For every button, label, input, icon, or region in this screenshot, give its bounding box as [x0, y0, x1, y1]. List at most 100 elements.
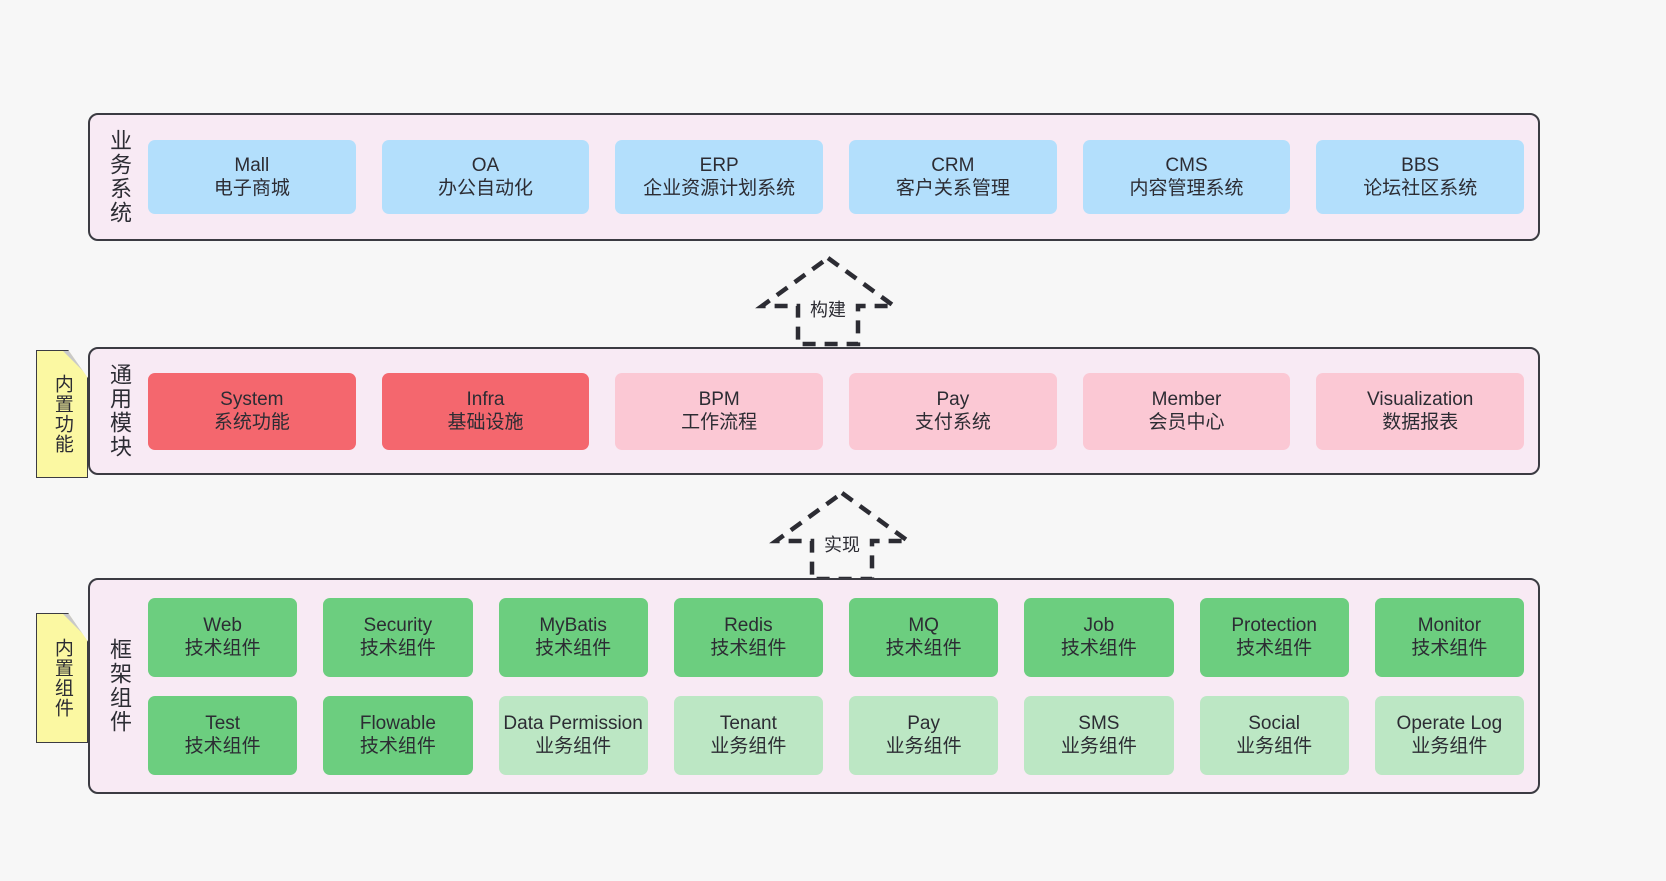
- framework-component-card-subtitle: 技术组件: [1411, 638, 1488, 659]
- framework-component-card-title: Security: [363, 614, 433, 636]
- framework-component-card-title: Test: [205, 712, 241, 734]
- business-system-card-subtitle: 客户关系管理: [895, 178, 1010, 199]
- framework-component-card-subtitle: 业务组件: [885, 736, 962, 757]
- framework-component-card-title: Tenant: [719, 712, 777, 734]
- tab-builtin-features: 内置功能: [36, 350, 88, 478]
- common-module-card-title: Pay: [936, 388, 970, 410]
- business-system-card-title: CRM: [931, 154, 975, 176]
- framework-component-card-subtitle: 技术组件: [359, 736, 436, 757]
- panel-business-systems-label: 业务系统: [106, 129, 132, 225]
- page-fold-icon: [63, 614, 87, 638]
- business-system-card-subtitle: 办公自动化: [438, 178, 534, 199]
- business-system-card-title: ERP: [699, 154, 739, 176]
- framework-component-card-title: Job: [1083, 614, 1115, 636]
- common-module-card-subtitle: 支付系统: [914, 412, 991, 433]
- common-module-card-title: Infra: [466, 388, 505, 410]
- business-system-card-title: OA: [471, 154, 500, 176]
- framework-component-card-subtitle: 技术组件: [184, 736, 261, 757]
- tab-builtin-components-label: 内置组件: [51, 638, 73, 718]
- framework-component-card-subtitle: 技术组件: [710, 638, 787, 659]
- panel-framework-components-label: 框架组件: [106, 638, 132, 734]
- business-system-card-title: BBS: [1401, 154, 1440, 176]
- business-system-card-subtitle: 内容管理系统: [1129, 178, 1244, 199]
- framework-component-card-title: MQ: [908, 614, 939, 636]
- business-system-card-subtitle: 电子商城: [213, 178, 290, 199]
- framework-component-card-title: Social: [1248, 712, 1300, 734]
- framework-component-card-subtitle: 技术组件: [535, 638, 612, 659]
- framework-component-card-subtitle: 业务组件: [1060, 736, 1137, 757]
- page-fold-icon: [63, 351, 87, 375]
- framework-component-card-subtitle: 技术组件: [184, 638, 261, 659]
- arrow-build: 构建: [755, 254, 901, 347]
- framework-component-card-title: Monitor: [1417, 614, 1482, 636]
- common-module-card-subtitle: 系统功能: [213, 412, 290, 433]
- framework-component-card-title: Protection: [1231, 614, 1317, 636]
- business-system-card-title: Mall: [234, 154, 270, 176]
- common-module-card-title: Member: [1151, 388, 1222, 410]
- arrow-implement-label: 实现: [824, 535, 860, 555]
- framework-component-card-title: Pay: [907, 712, 940, 734]
- arrow-build-shape: [755, 255, 901, 347]
- framework-component-card-title: SMS: [1078, 712, 1120, 734]
- framework-component-card-title: Web: [203, 614, 242, 636]
- common-module-card-subtitle: 基础设施: [447, 412, 524, 433]
- framework-component-card-subtitle: 技术组件: [1236, 638, 1313, 659]
- framework-component-card-title: Flowable: [359, 712, 436, 734]
- framework-component-card-title: Data Permission: [503, 712, 643, 734]
- framework-component-card-title: Redis: [724, 614, 773, 636]
- tab-builtin-components: 内置组件: [36, 613, 88, 743]
- common-module-card-title: BPM: [698, 388, 740, 410]
- common-module-card-title: Visualization: [1367, 388, 1474, 410]
- common-module-card-title: System: [220, 388, 284, 410]
- framework-component-card-subtitle: 业务组件: [535, 736, 612, 757]
- framework-component-card-title: Operate Log: [1396, 712, 1503, 734]
- common-module-card-subtitle: 工作流程: [681, 412, 758, 433]
- business-system-card-subtitle: 企业资源计划系统: [643, 178, 796, 199]
- framework-component-card-subtitle: 技术组件: [359, 638, 436, 659]
- business-system-card-subtitle: 论坛社区系统: [1363, 178, 1478, 199]
- framework-component-card-subtitle: 技术组件: [1060, 638, 1137, 659]
- framework-component-card-subtitle: 业务组件: [1236, 736, 1313, 757]
- common-module-card-subtitle: 数据报表: [1382, 412, 1459, 433]
- panel-common-modules-label: 通用模块: [106, 363, 132, 459]
- framework-component-card-title: MyBatis: [539, 614, 607, 636]
